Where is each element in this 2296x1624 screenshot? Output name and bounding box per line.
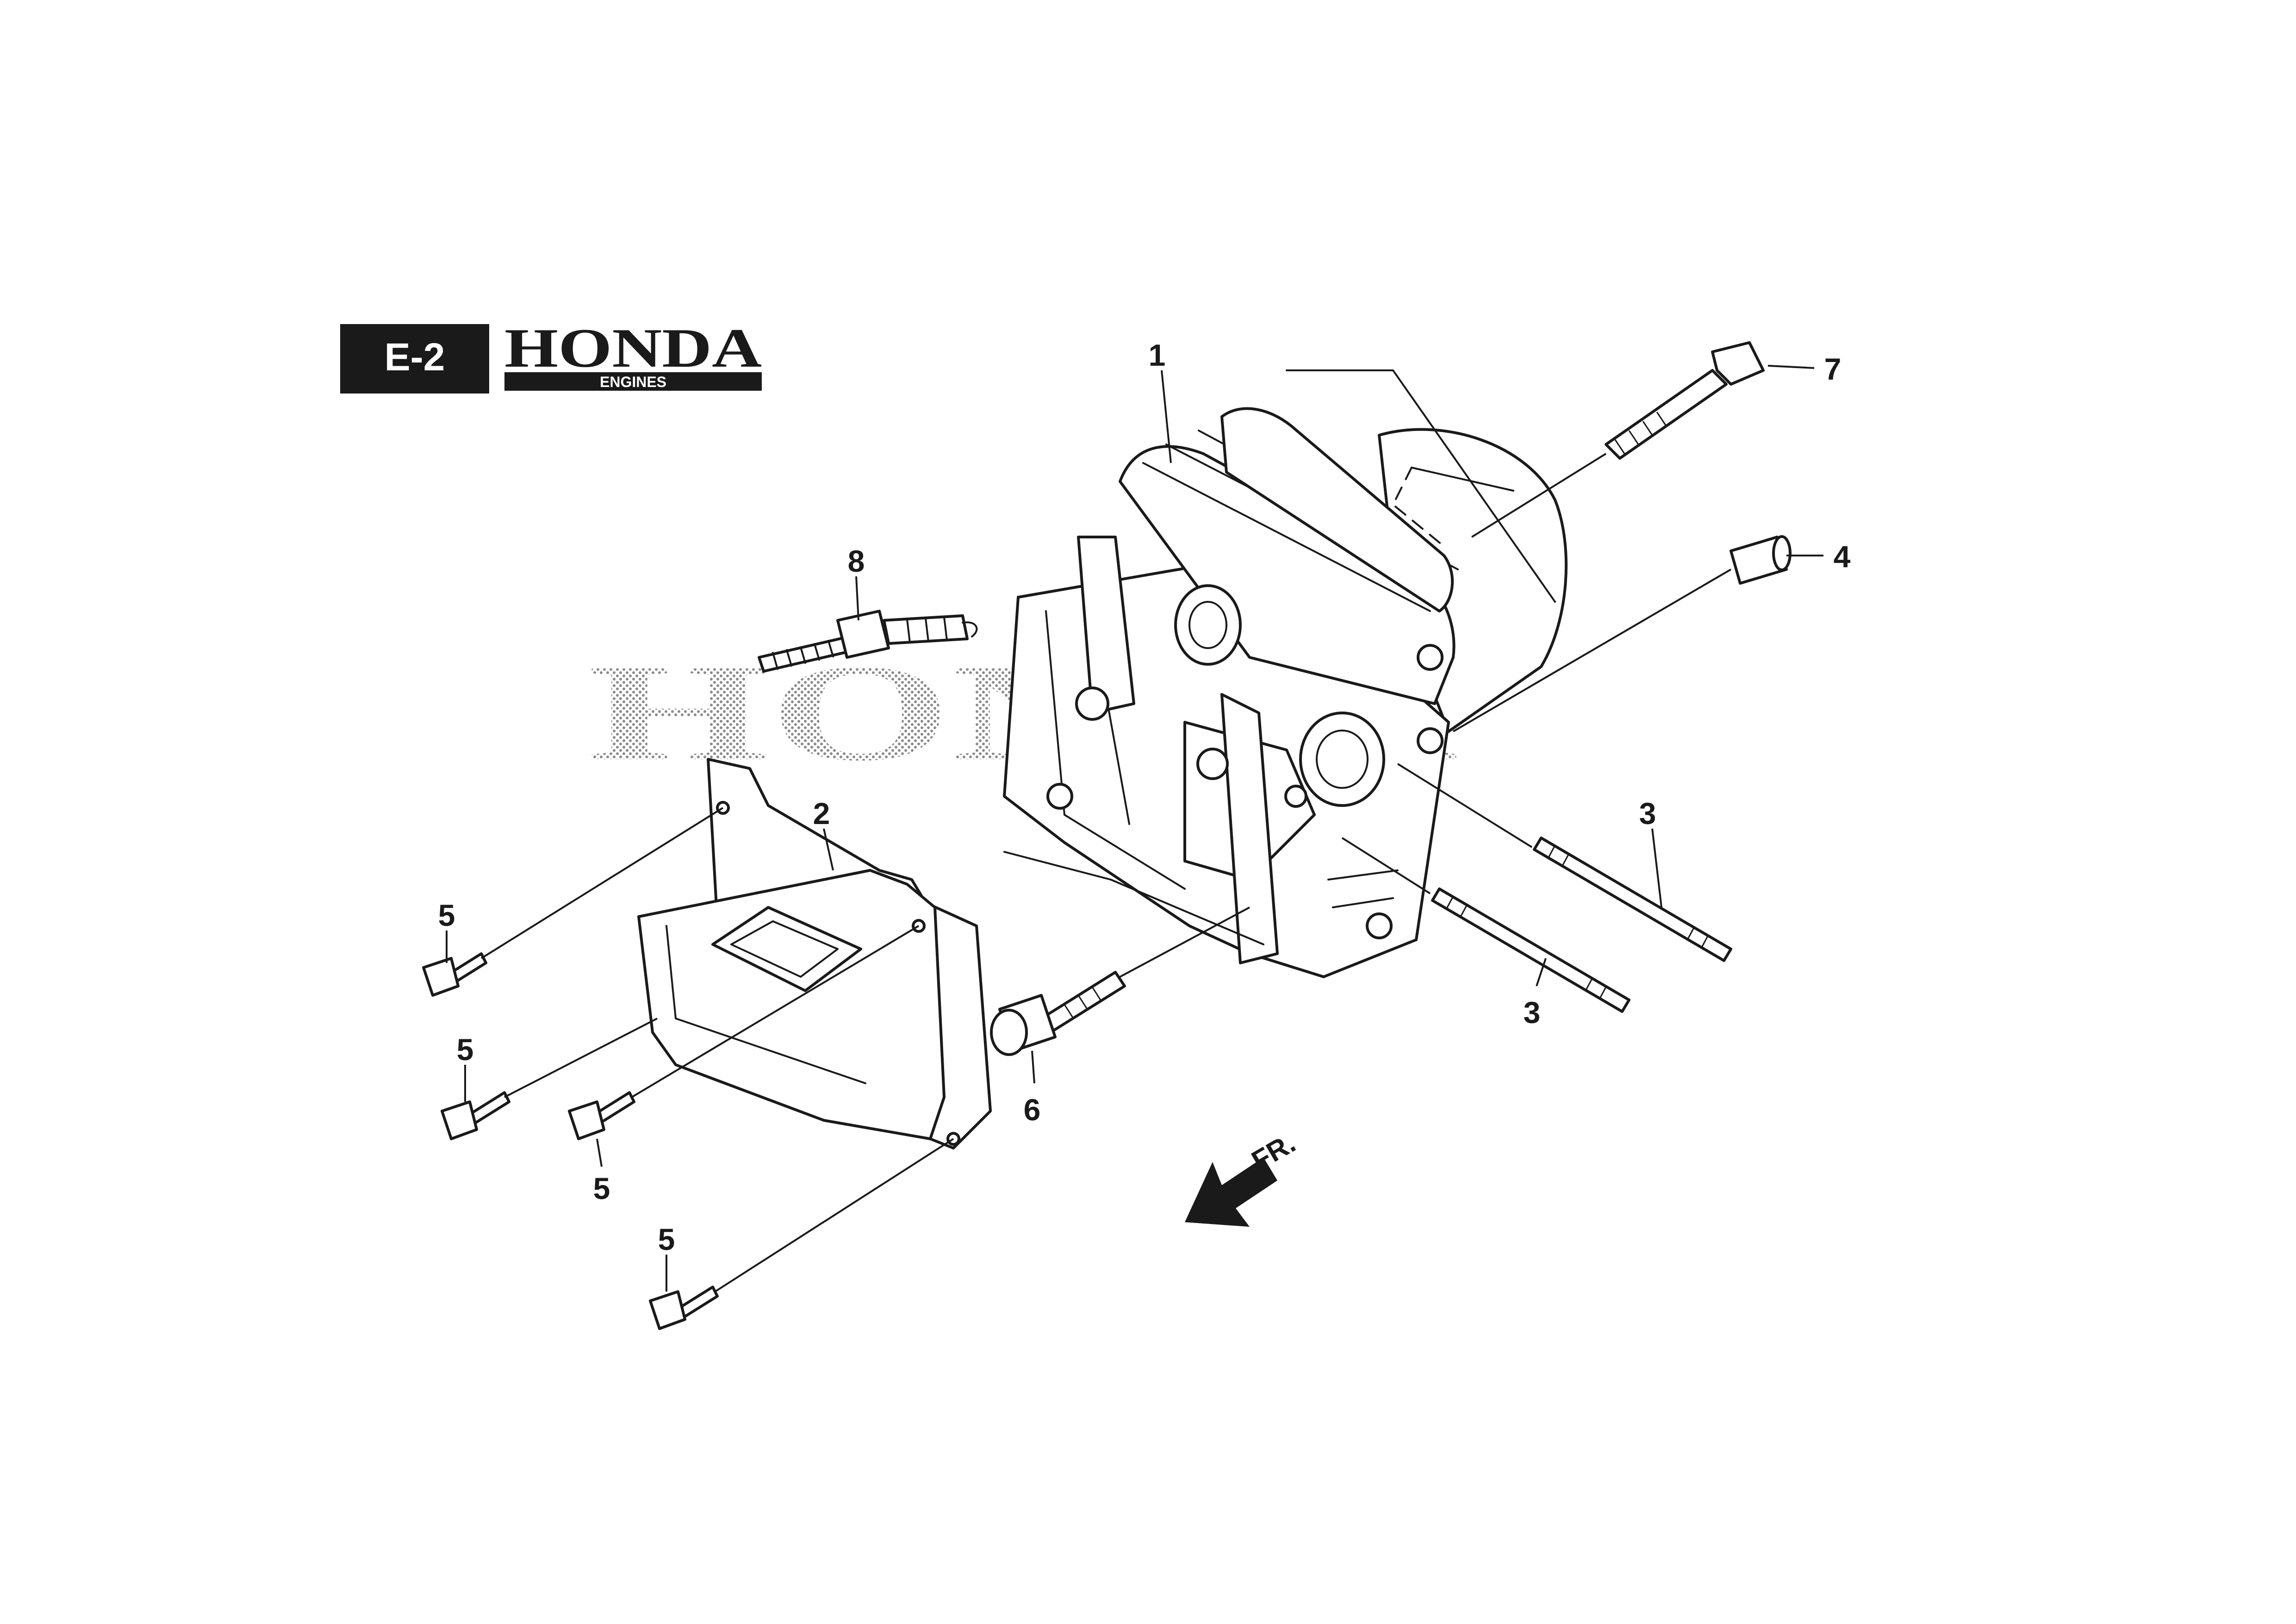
cover-bolt-b	[441, 1091, 510, 1140]
callout-5a: 5	[438, 898, 455, 932]
callout-5d: 5	[658, 1222, 675, 1256]
callout-3a: 3	[1639, 796, 1656, 831]
callout-1: 1	[1149, 338, 1166, 372]
callout-5b: 5	[457, 1032, 474, 1067]
stud-bolt-upper	[1533, 837, 1732, 962]
spark-plug	[758, 610, 978, 673]
brand-subtitle-bar	[504, 372, 762, 391]
section-header: E-2 HONDA ENGINES	[340, 317, 762, 394]
brand-name: HONDA	[504, 317, 762, 379]
callout-7: 7	[1824, 352, 1842, 386]
dowel-pin	[1730, 535, 1792, 585]
flange-bolt	[990, 971, 1126, 1056]
front-arrow-icon	[1185, 1157, 1277, 1227]
front-direction-indicator: FR.	[1185, 1127, 1300, 1227]
callout-labels: 1 2 3 3 4 5 5 5 5 6 7 8	[438, 338, 1851, 1256]
section-code-badge	[340, 324, 489, 394]
section-code: E-2	[385, 335, 445, 379]
cover-bolt-a	[422, 952, 487, 997]
leader-lines	[446, 365, 1823, 1293]
callout-4: 4	[1834, 539, 1851, 574]
callout-5c: 5	[593, 1171, 610, 1206]
valve-cover	[637, 758, 992, 1149]
callout-6: 6	[1024, 1093, 1041, 1127]
stud-bolt-lower	[1431, 887, 1630, 1013]
head-bolt-long	[1605, 341, 1765, 460]
cylinder-head	[1003, 407, 1459, 978]
callout-2: 2	[813, 796, 830, 831]
callout-8: 8	[848, 544, 865, 578]
callout-3b: 3	[1524, 995, 1541, 1030]
honda-engines-logo: HONDA ENGINES	[504, 317, 762, 391]
brand-subtitle: ENGINES	[600, 374, 666, 390]
cover-bolt-d	[649, 1286, 719, 1330]
cover-bolt-c	[568, 1091, 635, 1140]
